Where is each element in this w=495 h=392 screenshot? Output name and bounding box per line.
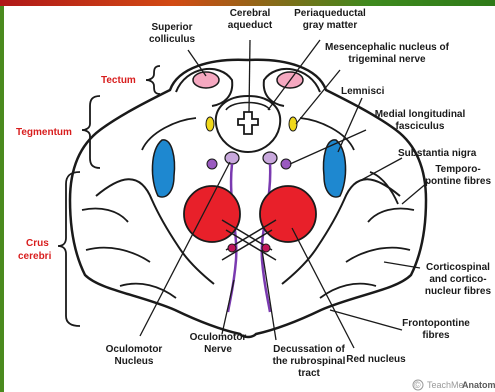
decussation-label-line-1: Decussation of xyxy=(273,344,345,355)
periaqueductal-gray-label-line-2: gray matter xyxy=(303,20,358,31)
frontopontine-label-line-1: Frontopontine xyxy=(402,318,470,329)
tegmentum-label: Tegmentum xyxy=(16,127,72,138)
tectum-bracket xyxy=(146,66,160,94)
watermark-symbol: © xyxy=(414,380,421,390)
temporopontine-label-line-2: pontine fibres xyxy=(425,176,492,187)
medial-longitudinal-label-line-1: Medial longitudinal xyxy=(375,109,466,120)
lemniscus-right xyxy=(324,140,346,197)
superior-colliculus-label-line-1: Superior xyxy=(151,22,192,33)
red-nucleus-right xyxy=(260,186,316,242)
rubrospinal-dot-right xyxy=(262,244,270,252)
leader-frontopontine xyxy=(330,310,402,330)
midbrain-outline xyxy=(70,60,426,337)
oculomotor-nerve-label-line-1: Oculomotor xyxy=(190,332,247,343)
mesencephalic-nucleus-right xyxy=(289,117,297,131)
corticospinal-label-line-3: nucleur fibres xyxy=(425,286,492,297)
oculomotor-nucleus-left xyxy=(225,152,239,164)
medial-longitudinal-label-line-2: fasciculus xyxy=(396,121,445,132)
corticospinal-label-line-2: and cortico- xyxy=(429,274,486,285)
substantia-nigra-label-line-1: Substantia nigra xyxy=(398,148,477,159)
teachme-anatomy-watermark: © TeachMe Anatomy xyxy=(413,380,495,390)
temporopontine-label-line-1: Temporo- xyxy=(435,164,480,175)
oculomotor-nucleus-right xyxy=(263,152,277,164)
mlf-right xyxy=(281,159,291,169)
rubrospinal-dot-left xyxy=(228,244,236,252)
crus-cerebri-label-2: cerebri xyxy=(18,251,52,262)
oculomotor-nucleus-label-line-2: Nucleus xyxy=(115,356,154,367)
oculomotor-nucleus-label-line-1: Oculomotor xyxy=(106,344,163,355)
decussation-label-line-3: tract xyxy=(298,368,320,379)
red-nucleus-label-line-1: Red nucleus xyxy=(346,354,406,365)
tectum-label: Tectum xyxy=(101,75,136,86)
mesencephalic-nucleus-label-line-1: Mesencephalic nucleus of xyxy=(325,42,450,53)
lemniscus-left xyxy=(152,140,174,197)
mlf-left xyxy=(207,159,217,169)
frontopontine-label-line-2: fibres xyxy=(422,330,450,341)
periaqueductal-gray-label-line-1: Periaqueductal xyxy=(294,8,366,19)
corticospinal-label-line-1: Corticospinal xyxy=(426,262,490,273)
oculomotor-nerve-label-line-2: Nerve xyxy=(204,344,232,355)
cerebral-aqueduct-label-line-2: aqueduct xyxy=(228,20,273,31)
mesencephalic-nucleus-left xyxy=(206,117,214,131)
superior-colliculus-left xyxy=(193,72,219,88)
mesencephalic-nucleus-label-line-2: trigeminal nerve xyxy=(348,54,426,65)
watermark-suffix: Anatomy xyxy=(462,380,495,390)
cerebral-aqueduct-label-line-1: Cerebral xyxy=(230,8,271,19)
lemnisci-label-line-1: Lemnisci xyxy=(341,86,385,97)
crus-cerebri-label-1: Crus xyxy=(26,238,49,249)
superior-colliculus-label-line-2: colliculus xyxy=(149,34,196,45)
decussation-label-line-2: the rubrospinal xyxy=(273,356,346,367)
watermark-prefix: TeachMe xyxy=(427,380,464,390)
